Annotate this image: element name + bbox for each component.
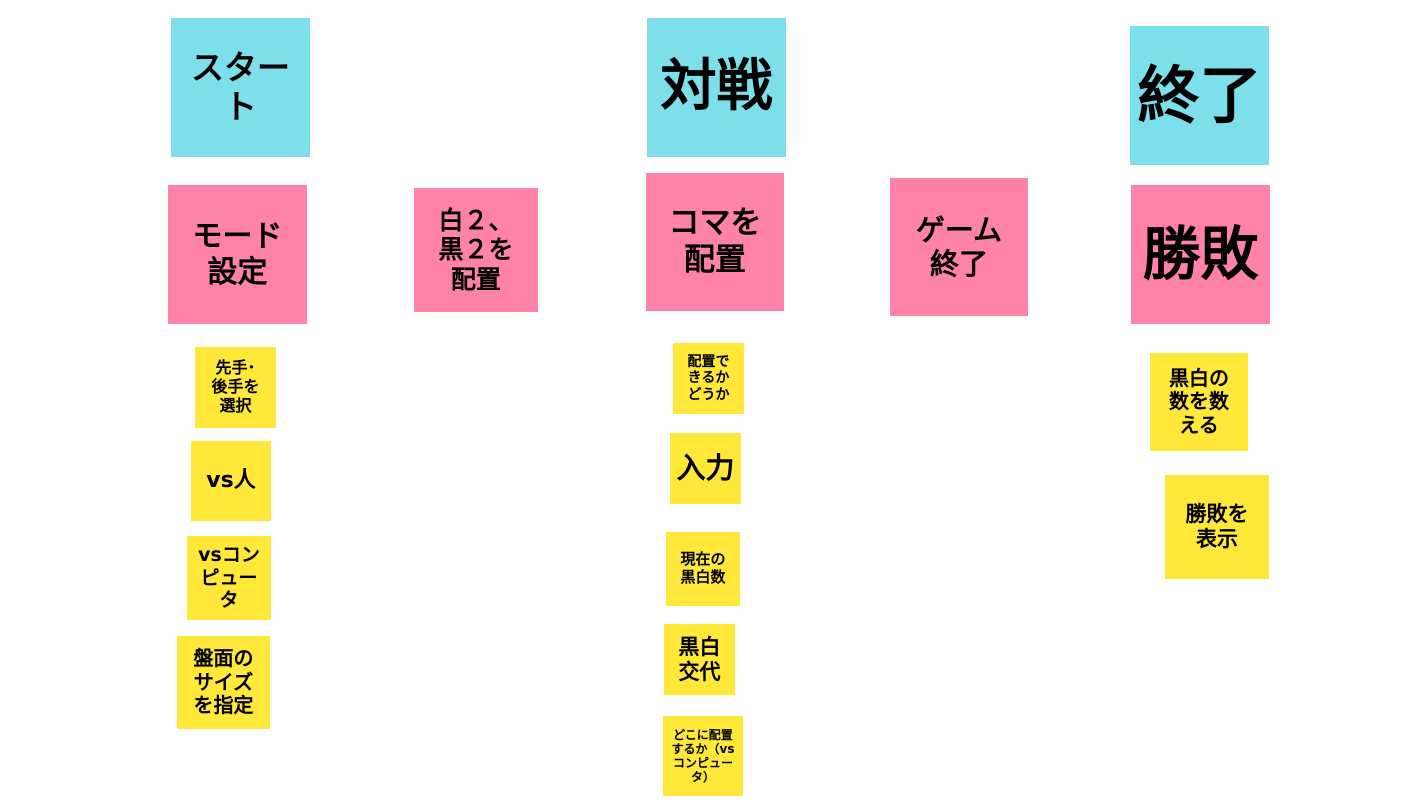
detail-note-count-pieces[interactable]: 黒白の 数を数 える [1150,353,1248,451]
detail-note-turn-order[interactable]: 先手･ 後手を 選択 [195,347,276,428]
detail-note-computer-placement[interactable]: どこに配置 するか（vs コンピュー タ） [663,716,743,796]
detail-note-vs-human[interactable]: vs人 [191,441,271,521]
detail-note-vs-computer[interactable]: vsコン ピュー タ [187,536,271,620]
step-note-result[interactable]: 勝敗 [1131,185,1270,324]
step-note-mode-setting[interactable]: モード 設定 [168,185,307,324]
detail-note-can-place[interactable]: 配置で きるか どうか [673,343,744,414]
step-note-place-initial[interactable]: 白２、 黒２を 配置 [414,188,538,312]
detail-note-show-result[interactable]: 勝敗を 表示 [1165,475,1269,579]
step-note-place-piece[interactable]: コマを 配置 [646,173,784,311]
stage-note-battle[interactable]: 対戦 [647,18,786,157]
stage-note-start[interactable]: スター ト [171,18,310,157]
step-note-game-over[interactable]: ゲーム 終了 [890,178,1028,316]
detail-note-swap-turn[interactable]: 黒白 交代 [664,624,735,695]
detail-note-current-count[interactable]: 現在の 黒白数 [666,532,740,606]
stage-note-end[interactable]: 終了 [1130,26,1269,165]
detail-note-board-size[interactable]: 盤面の サイズ を指定 [177,636,270,729]
detail-note-input[interactable]: 入力 [670,433,741,504]
